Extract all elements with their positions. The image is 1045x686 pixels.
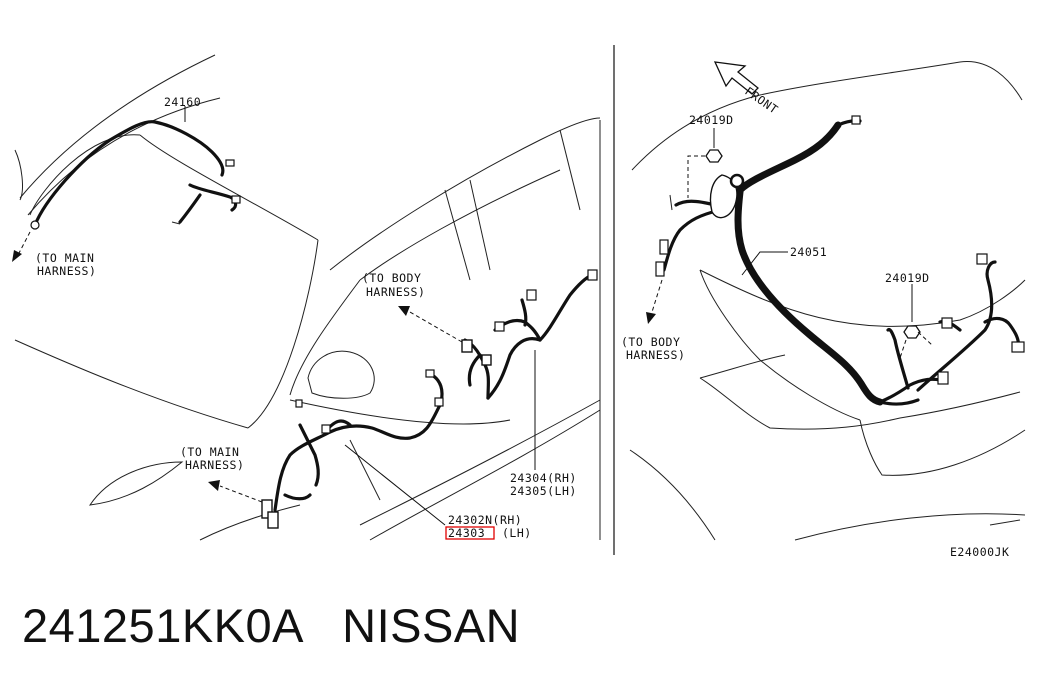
front-direction-label: FRONT [742,84,780,117]
front-arrow-icon [713,61,759,95]
arrow-to-body-harness-2 [646,279,663,324]
leader-24302n [344,444,446,526]
note-to-main-harness-2a: (TO MAIN [180,445,239,459]
part-label-24303: 24303 [448,526,485,540]
brand-name: NISSAN [342,599,521,652]
bolt-24019d-upper [687,149,723,198]
part-label-24160: 24160 [164,95,201,109]
part-label-24303-side: (LH) [502,526,532,540]
wire-door-harness [261,269,598,529]
wire-24160 [30,120,241,230]
note-to-body-harness-2b: HARNESS) [626,348,685,362]
note-to-main-harness-1b: HARNESS) [37,264,96,278]
part-number: 241251KK0A [22,599,302,652]
diagram-code: E24000JK [950,545,1009,559]
arrow-to-main-harness-2 [208,480,263,503]
part-label-24302n: 24302N(RH) [448,513,522,527]
bolt-24019d-lower [899,325,933,359]
note-to-main-harness-2b: HARNESS) [185,458,244,472]
note-to-body-harness-2a: (TO BODY [621,335,680,349]
part-label-24019d-lower: 24019D [885,271,930,285]
arrow-to-main-harness-1 [12,231,31,262]
part-label-24019d-upper: 24019D [689,113,734,127]
part-caption: 241251KK0A NISSAN [22,598,520,653]
roof-panel-outline [14,54,319,429]
leader-24051 [741,251,788,276]
highlight-box-24303 [445,526,495,540]
part-label-24051: 24051 [790,245,827,259]
note-to-body-harness-1a: (TO BODY [362,271,421,285]
door-body-outline [88,117,601,541]
arrow-to-body-harness-1 [398,306,463,343]
wire-24051 [655,115,1025,406]
part-label-24305: 24305(LH) [510,484,577,498]
liftgate-outline [629,61,1026,541]
note-to-body-harness-1b: HARNESS) [366,285,425,299]
note-to-main-harness-1a: (TO MAIN [35,251,94,265]
part-label-24304: 24304(RH) [510,471,577,485]
parts-diagram: 24160 (TO MAIN HARNESS) [12,45,1026,559]
